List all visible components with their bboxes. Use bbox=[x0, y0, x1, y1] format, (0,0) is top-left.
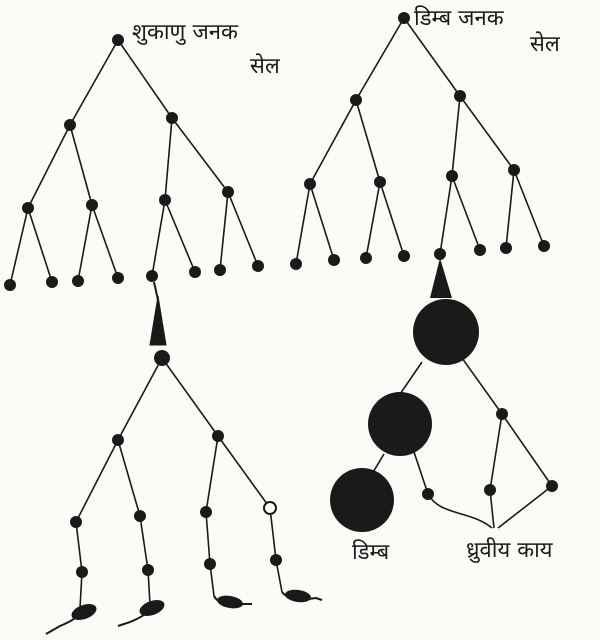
sperm-mother-cell-label: शुकाणु जनक bbox=[132, 22, 238, 44]
sperm-2 bbox=[118, 598, 165, 626]
egg-growth-arrow bbox=[430, 258, 452, 298]
primary-spermatocyte bbox=[154, 350, 170, 366]
sperm-1 bbox=[46, 602, 97, 634]
egg-mother-cell-label-cont: सेल bbox=[530, 34, 560, 56]
sperm-3 bbox=[214, 595, 252, 609]
ovum-cell bbox=[330, 468, 394, 532]
egg-mother-cell-label: डिम्ब जनक bbox=[414, 8, 504, 30]
polar-body bbox=[422, 488, 434, 500]
oogenesis-cells bbox=[330, 299, 558, 532]
spermatogenesis-nodes bbox=[70, 350, 282, 578]
secondary-oocyte bbox=[368, 392, 432, 456]
sperm-lineage-tree bbox=[10, 40, 258, 285]
egg-lineage-tree bbox=[296, 18, 544, 264]
egg-lineage-nodes bbox=[290, 12, 550, 270]
sperm-mother-cell bbox=[112, 34, 124, 46]
sperm-mother-cell-label-cont: सेल bbox=[250, 56, 280, 78]
sperm-4 bbox=[282, 589, 322, 602]
sperm-growth-arrow bbox=[150, 282, 166, 345]
ovum-label: डिम्ब bbox=[352, 542, 389, 564]
first-polar-body bbox=[496, 408, 508, 420]
primary-oocyte bbox=[413, 299, 479, 365]
spermatogenesis-tree bbox=[76, 358, 282, 608]
polar-body bbox=[546, 480, 558, 492]
polar-bodies-label: ध्रुवीय काय bbox=[466, 540, 553, 562]
egg-mother-cell bbox=[398, 12, 410, 24]
sperm-cells bbox=[46, 589, 322, 634]
polar-body bbox=[484, 484, 496, 496]
